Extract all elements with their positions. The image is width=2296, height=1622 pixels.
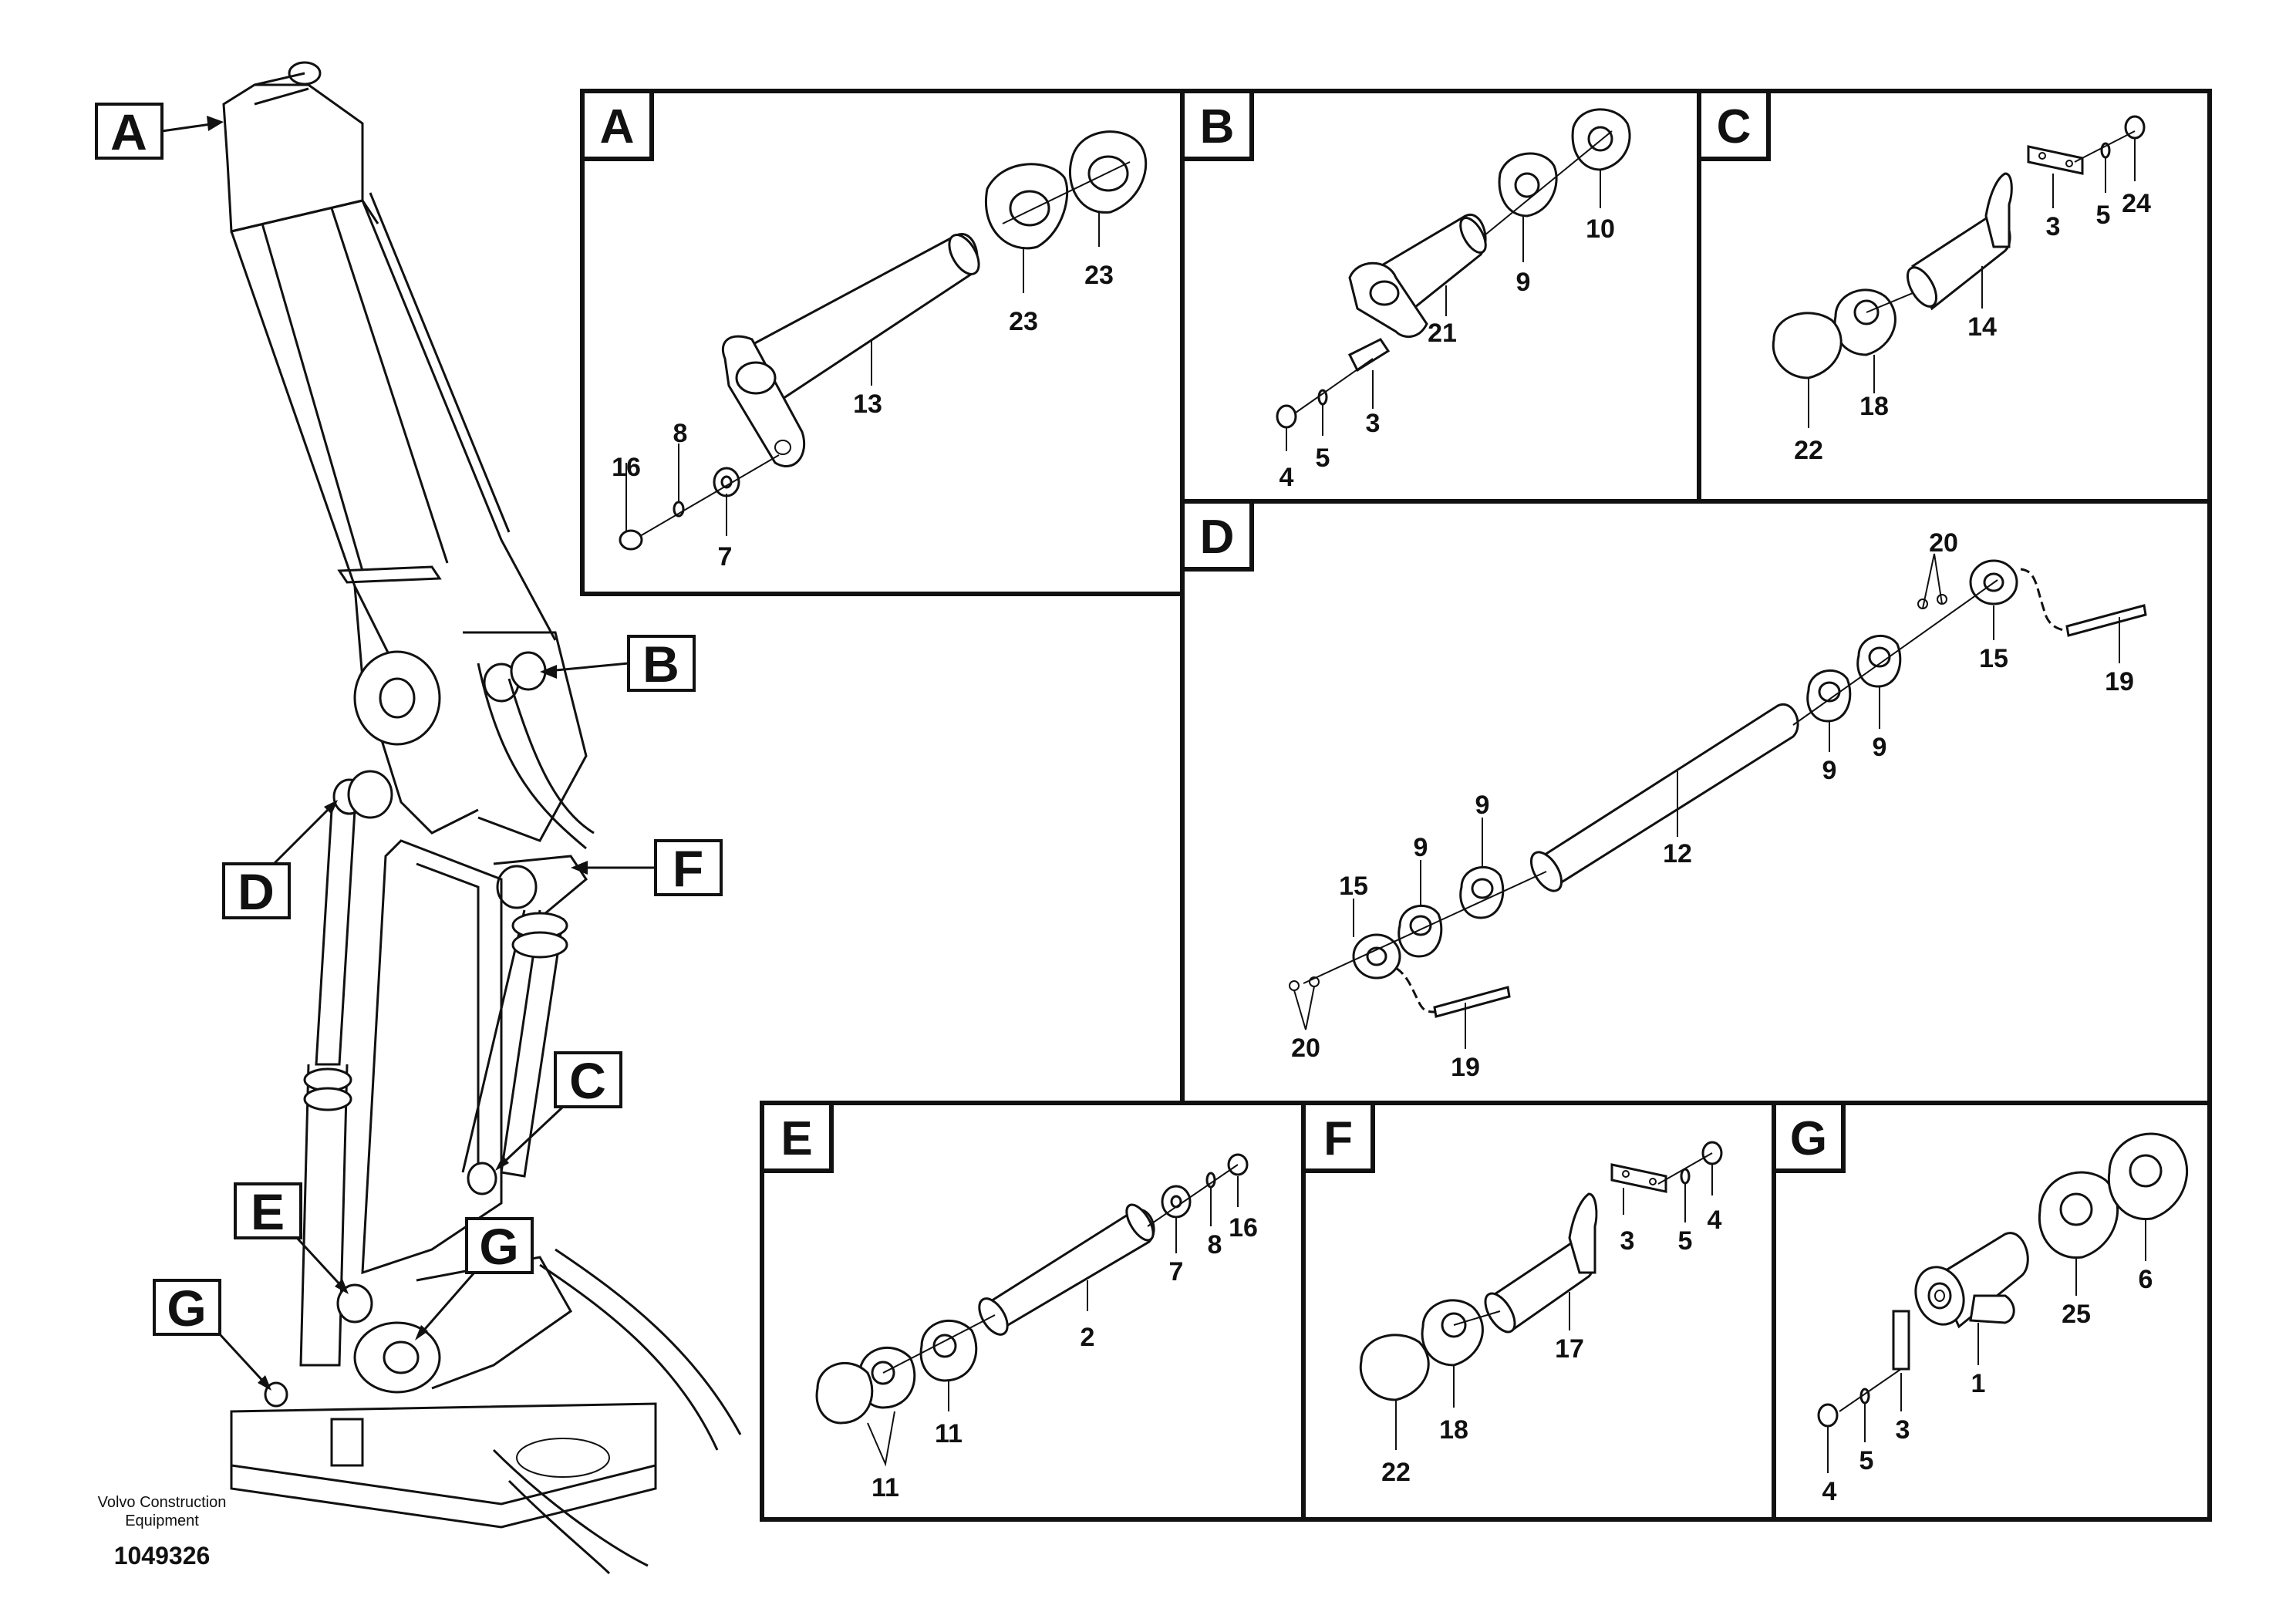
part-number-label: 21 — [1428, 319, 1457, 348]
part-number-label: 6 — [2139, 1265, 2153, 1294]
panel-F: F 3 5 4 17 18 22 — [1301, 1101, 1776, 1522]
part-number-label: 19 — [2105, 667, 2134, 696]
part-number-label: 20 — [1291, 1034, 1320, 1063]
callout-D[interactable]: D — [222, 800, 338, 920]
callout-A[interactable]: A — [95, 103, 224, 160]
part-number-label: 20 — [1929, 528, 1958, 558]
panel-letter-label: C — [1717, 100, 1752, 153]
part-number-label: 25 — [2062, 1300, 2091, 1329]
panel-letter-label: F — [1323, 1112, 1353, 1165]
part-number-label: 3 — [2046, 212, 2061, 241]
panel-E: E 2 7 8 16 11 11 — [760, 1101, 1306, 1522]
part-number-label: 5 — [2096, 201, 2111, 230]
part-number-label: 18 — [1859, 392, 1889, 421]
part-number-label: 22 — [1794, 436, 1823, 465]
callout-letter-label: A — [110, 103, 147, 160]
part-number-label: 15 — [1339, 872, 1368, 901]
part-number-label: 12 — [1663, 839, 1692, 868]
part-number-label: 9 — [1414, 833, 1428, 862]
part-number-label: 8 — [673, 419, 688, 448]
drawing-number: 1049326 — [114, 1542, 211, 1570]
part-number-label: 3 — [1366, 409, 1381, 438]
part-number-label: 5 — [1316, 443, 1330, 473]
callout-E[interactable]: E — [234, 1182, 349, 1294]
part-number-label: 17 — [1555, 1334, 1584, 1364]
callout-letter-label: G — [167, 1280, 206, 1337]
part-number-label: 24 — [2122, 189, 2151, 218]
company-name-line1: Volvo Construction — [98, 1494, 227, 1511]
callout-G-left[interactable]: G — [153, 1279, 271, 1391]
panel-letter-label: D — [1200, 511, 1235, 564]
panel-C: C 3 5 24 14 22 18 — [1697, 89, 2212, 504]
part-number-label: 22 — [1381, 1458, 1411, 1487]
part-number-label: 16 — [612, 453, 641, 482]
panel-letter-label: G — [1790, 1112, 1827, 1165]
part-number-label: 5 — [1859, 1446, 1874, 1475]
footer: Volvo Construction Equipment 1049326 — [98, 1494, 227, 1570]
part-number-label: 16 — [1229, 1213, 1258, 1243]
callout-letter-label: G — [479, 1218, 518, 1275]
part-number-label: 7 — [718, 542, 733, 572]
panel-letter-label: B — [1200, 100, 1235, 153]
panel-D: D — [1180, 499, 2212, 1105]
callout-G-right[interactable]: G — [415, 1217, 534, 1340]
panel-B: B 21 9 10 3 4 5 — [1180, 89, 1701, 504]
panel-G: G 25 6 1 4 5 3 — [1772, 1101, 2212, 1522]
callout-letter-label: F — [673, 840, 703, 897]
part-number-label: 4 — [1708, 1206, 1722, 1235]
part-number-label: 3 — [1896, 1415, 1910, 1445]
callout-F[interactable]: F — [571, 839, 723, 897]
part-number-label: 10 — [1586, 214, 1615, 244]
callout-letter-label: E — [251, 1183, 285, 1240]
company-name-line2: Equipment — [125, 1512, 199, 1529]
part-number-label: 9 — [1873, 733, 1887, 762]
part-number-label: 18 — [1439, 1415, 1468, 1445]
part-number-label: 19 — [1451, 1053, 1480, 1082]
part-number-label: 4 — [1822, 1477, 1837, 1506]
part-number-label: 8 — [1208, 1230, 1222, 1259]
part-number-label: 14 — [1967, 312, 1997, 342]
boom-assembly-illustration — [222, 61, 742, 1575]
part-number-label: 9 — [1516, 268, 1531, 297]
part-number-label: 7 — [1169, 1257, 1184, 1286]
part-number-label: 5 — [1678, 1226, 1693, 1256]
part-number-label: 11 — [935, 1419, 963, 1448]
part-number-label: 9 — [1822, 756, 1837, 785]
part-number-label: 15 — [1979, 644, 2008, 673]
panel-A: A 13 16 8 7 23 23 — [580, 89, 1185, 596]
part-number-label: 3 — [1620, 1226, 1635, 1256]
callout-C[interactable]: C — [495, 1051, 622, 1171]
callout-letter-label: B — [642, 636, 679, 693]
part-number-label: 9 — [1475, 791, 1490, 820]
part-number-label: 13 — [853, 389, 882, 419]
part-number-label: 2 — [1081, 1323, 1095, 1352]
part-number-label: 1 — [1971, 1369, 1986, 1398]
callout-letter-label: C — [569, 1052, 606, 1109]
part-number-label: 23 — [1009, 307, 1038, 336]
part-number-label: 4 — [1279, 463, 1294, 492]
part-number-label: 23 — [1084, 261, 1114, 290]
callout-letter-label: D — [238, 863, 275, 920]
panel-letter-label: E — [781, 1112, 812, 1165]
panel-letter-label: A — [600, 100, 635, 153]
part-number-label: 11 — [872, 1473, 899, 1502]
callout-B[interactable]: B — [540, 635, 696, 693]
